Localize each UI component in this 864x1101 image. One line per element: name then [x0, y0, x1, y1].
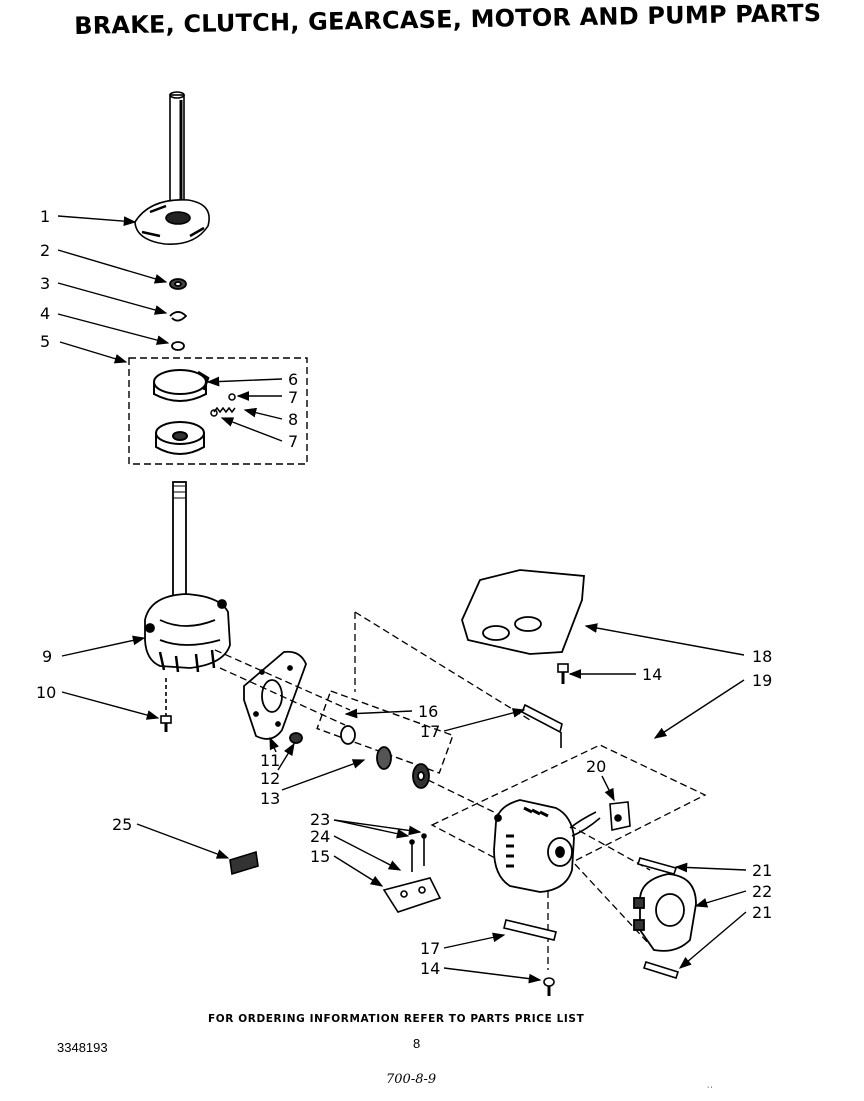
part-25-clip — [229, 850, 259, 876]
callout-2: 2 — [40, 241, 50, 260]
callout-14b: 14 — [420, 959, 440, 978]
part-18-mounting-plate — [461, 569, 585, 655]
part-10-screw — [160, 678, 172, 732]
ordering-note: FOR ORDERING INFORMATION REFER TO PARTS … — [208, 1013, 585, 1025]
brake-drum — [155, 421, 205, 455]
callout-12: 12 — [260, 769, 280, 788]
callout-5: 5 — [40, 332, 50, 351]
callout-22: 22 — [752, 882, 772, 901]
callout-25: 25 — [112, 815, 132, 834]
callout-17b: 17 — [420, 939, 440, 958]
callout-7b: 7 — [288, 432, 298, 451]
callout-4: 4 — [40, 304, 50, 323]
callout-14a: 14 — [642, 665, 662, 684]
callout-numbers: 1 2 3 4 5 6 7 8 7 9 10 11 12 13 16 17 18… — [36, 207, 772, 978]
callout-3: 3 — [40, 274, 50, 293]
parts-21-clips — [636, 857, 680, 979]
part-14-screw-top — [557, 663, 569, 684]
leader-lines — [57, 215, 747, 984]
document-number: 3348193 — [57, 1040, 108, 1055]
part-9-gearcase — [144, 481, 231, 673]
part-20-switch — [569, 801, 631, 837]
parts-2-3-4-washers — [169, 278, 188, 351]
callout-6: 6 — [288, 370, 298, 389]
callout-21b: 21 — [752, 903, 772, 922]
callout-20: 20 — [586, 757, 606, 776]
callout-18: 18 — [752, 647, 772, 666]
callout-7a: 7 — [288, 388, 298, 407]
callout-10: 10 — [36, 683, 56, 702]
callout-11: 11 — [260, 751, 280, 770]
part-6-brake-band — [153, 369, 210, 402]
callout-17a: 17 — [420, 722, 440, 741]
pump-impellers — [340, 725, 430, 789]
callout-23: 23 — [310, 810, 330, 829]
stray-mark: ˙˙ — [707, 1086, 714, 1097]
callout-16: 16 — [418, 702, 438, 721]
callout-13: 13 — [260, 789, 280, 808]
assembly-dashed-lines — [214, 611, 707, 970]
callout-1: 1 — [40, 207, 50, 226]
part-14-screw-bottom — [543, 977, 555, 996]
page-number: 8 — [413, 1036, 421, 1051]
part-19-motor — [493, 799, 575, 893]
callout-15: 15 — [310, 847, 330, 866]
callout-24: 24 — [310, 827, 330, 846]
part-17-bracket-top — [520, 703, 563, 748]
callout-8: 8 — [288, 410, 298, 429]
callout-19: 19 — [752, 671, 772, 690]
callout-21a: 21 — [752, 861, 772, 880]
part-15-bracket — [382, 833, 442, 913]
handwritten-code: 700-8-9 — [386, 1072, 437, 1087]
parts-7-8-spring-balls — [210, 393, 236, 417]
callout-9: 9 — [42, 647, 52, 666]
part-22-pump — [633, 873, 697, 952]
pump-cover-plate — [243, 650, 307, 744]
part-17-bracket-bottom — [503, 919, 557, 941]
part-1-shaft-and-cam — [134, 91, 210, 245]
part-5-group-box — [128, 357, 308, 465]
